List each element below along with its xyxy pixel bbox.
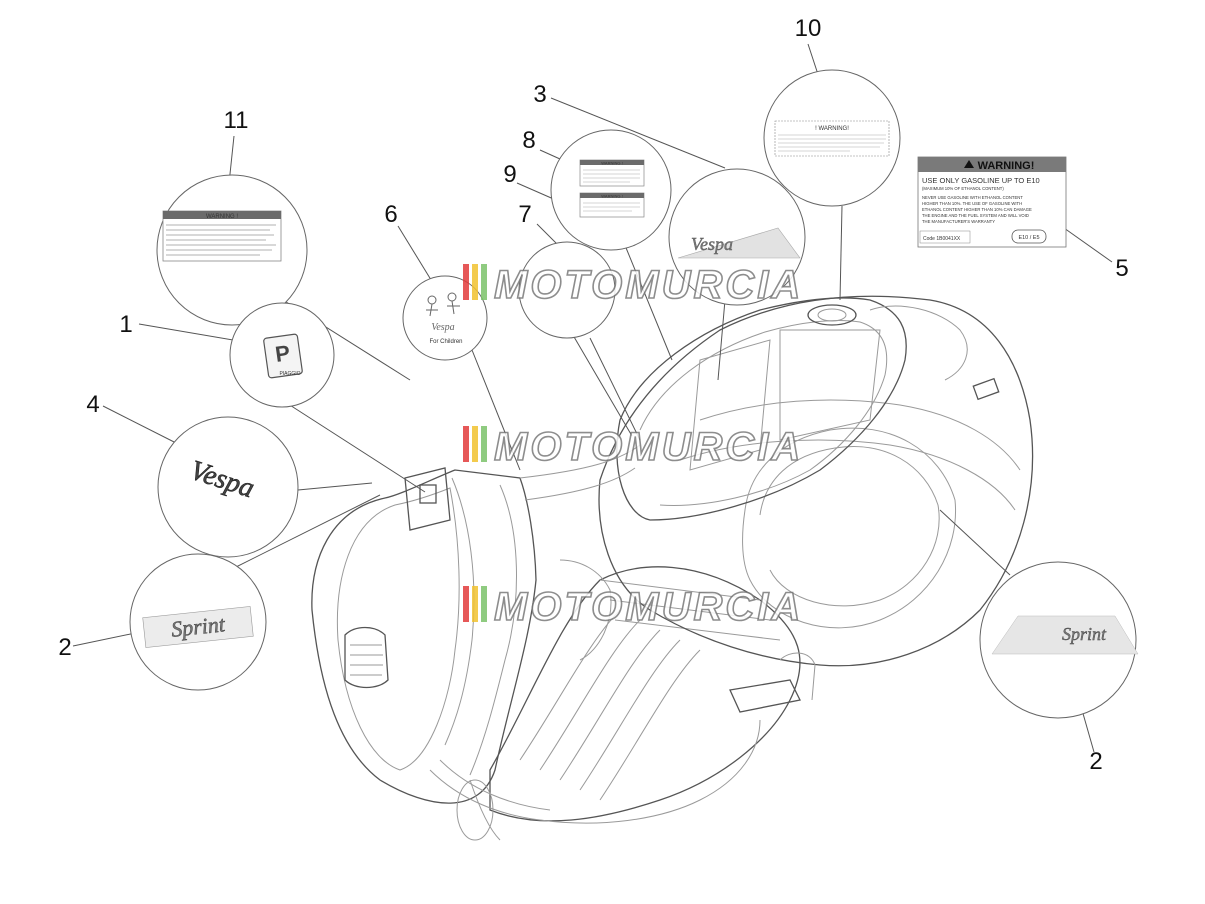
bubble-1: P PIAGGIO: [229, 302, 335, 408]
callout-2-right: 2: [1089, 748, 1102, 775]
fuel-warning-line5: ETHANOL CONTENT HIGHER THAN 10% CAN DAMA…: [922, 207, 1032, 212]
callout-9: 9: [503, 161, 516, 188]
leader-3b: [717, 299, 726, 381]
watermark-top: MOTOMURCIA: [463, 262, 803, 308]
fuel-warning-line7: THE MANUFACTURER'S WARRANTY: [922, 219, 995, 224]
leader-4: [102, 405, 183, 447]
fuel-warning-line2: (MAXIMUM 10% OF ETHANOL CONTENT): [922, 186, 1004, 191]
callout-2-left: 2: [58, 634, 71, 661]
leader-5: [1063, 227, 1113, 263]
leader-7c: [589, 337, 641, 441]
watermark-bottom: MOTOMURCIA: [463, 584, 803, 630]
callout-8: 8: [522, 127, 535, 154]
bubble-4: Vespa: [157, 416, 299, 558]
fuel-warning-line3: NEVER USE GASOLINE WITH ETHANOL CONTENT: [922, 195, 1023, 200]
bubble-2-right: Sprint: [979, 561, 1139, 719]
fuel-warning-line4: HIGHER THAN 10%. THE USE OF GASOLINE WIT…: [922, 201, 1022, 206]
scooter-body-outline: [311, 295, 1034, 841]
leader-6b: [469, 344, 521, 471]
callout-5: 5: [1115, 255, 1128, 282]
sprint-logo-right: Sprint: [1062, 624, 1107, 644]
vespa-side-logo: Vespa: [691, 234, 733, 254]
leader-6: [397, 225, 437, 289]
warning-8-title: WARNING !: [601, 161, 622, 166]
bubble-7: [518, 241, 616, 339]
piaggio-label: PIAGGIO: [279, 371, 300, 377]
warning-10-title: ! WARNING!: [815, 126, 849, 132]
callout-6: 6: [384, 201, 397, 228]
watermark-text-top: MOTOMURCIA: [494, 263, 803, 307]
leader-2ab: [227, 494, 381, 572]
warning-9-title: WARNING !: [601, 194, 622, 199]
callout-numbers: 1 4 2 11 6 7 9 8 3 10 5 2: [58, 15, 1128, 775]
sprint-logo-left: Sprint: [170, 611, 227, 642]
fuel-warning-code: Code 1B0041XX: [923, 236, 961, 242]
vespa-children-logo: Vespa: [431, 322, 454, 333]
leader-89: [621, 237, 673, 361]
leader-3: [550, 97, 726, 169]
leader-4b: [297, 482, 373, 491]
bubble-11: WARNING !: [156, 174, 308, 326]
fuel-warning-line1: USE ONLY GASOLINE UP TO E10: [922, 176, 1040, 185]
bubble-2-left: Sprint: [129, 553, 267, 691]
label-5-fuel-warning: WARNING! USE ONLY GASOLINE UP TO E10 (MA…: [917, 156, 1067, 248]
watermark-text-bottom: MOTOMURCIA: [494, 585, 803, 629]
leader-1b: [281, 399, 426, 493]
leader-2a: [72, 631, 141, 647]
callout-4: 4: [86, 391, 99, 418]
fuel-warning-badge: E10 / E5: [1018, 235, 1039, 241]
leader-10b: [839, 205, 843, 301]
callout-1: 1: [119, 311, 132, 338]
watermark-text-middle: MOTOMURCIA: [494, 425, 803, 469]
warning-triangle-icon: [964, 160, 974, 168]
callout-3: 3: [533, 81, 546, 108]
leader-7b: [569, 329, 633, 437]
warning-11-title: WARNING !: [206, 214, 238, 220]
callout-11: 11: [224, 107, 249, 134]
callout-10: 10: [795, 15, 822, 42]
leader-2bb: [939, 509, 1011, 576]
bubble-8-9: WARNING ! WARNING !: [550, 129, 672, 251]
fuel-warning-line6: THE ENGINE AND THE FUEL SYSTEM AND WILL …: [922, 213, 1029, 218]
piaggio-p-icon: P: [274, 340, 292, 367]
bubble-3: Vespa: [668, 168, 806, 306]
callout-7: 7: [518, 201, 531, 228]
watermark-middle: MOTOMURCIA: [463, 424, 803, 470]
for-children-label: For Children: [429, 339, 462, 345]
bubble-10: ! WARNING!: [763, 69, 901, 207]
fuel-warning-title: WARNING!: [978, 160, 1035, 172]
